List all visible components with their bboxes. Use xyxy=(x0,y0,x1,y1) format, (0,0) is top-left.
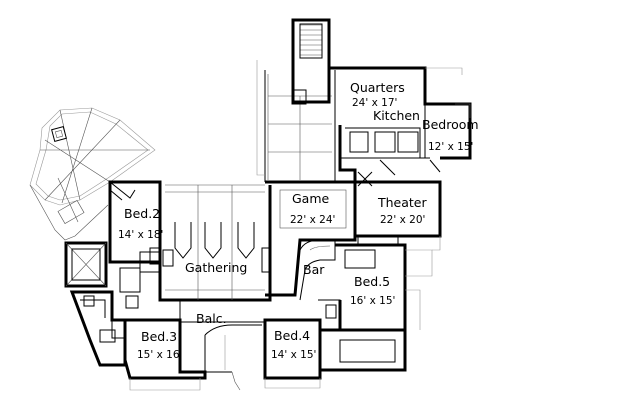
room-name-game: Game xyxy=(292,191,330,206)
room-dims-theater: 22' x 20' xyxy=(380,214,425,226)
quarters-block xyxy=(328,66,472,182)
room-dims-game: 22' x 24' xyxy=(290,214,335,226)
room-name-theater: Theater xyxy=(377,195,427,210)
room-labels: Quarters 24' x 17' Kitchen Bedroom 12' x… xyxy=(118,80,479,361)
room-dims-bed4: 14' x 15' xyxy=(271,349,316,361)
top-stair-tower xyxy=(291,18,331,105)
gathering-block xyxy=(158,182,272,302)
bedroom-block xyxy=(424,103,471,158)
room-name-quarters: Quarters xyxy=(350,80,405,95)
room-name-bed4: Bed.4 xyxy=(274,328,310,343)
room-dims-bed3: 15' x 16' xyxy=(137,349,182,361)
left-lower-wing xyxy=(69,251,161,367)
angled-deck xyxy=(29,107,156,241)
right-exterior xyxy=(405,236,441,330)
room-name-bed5: Bed.5 xyxy=(354,274,390,289)
room-name-bedroom: Bedroom xyxy=(422,117,479,132)
room-dims-bed2: 14' x 18' xyxy=(118,229,163,241)
room-name-balc: Balc. xyxy=(196,311,227,326)
bed4-block xyxy=(263,318,407,389)
room-name-bed3: Bed.3 xyxy=(141,329,177,344)
upper-corridor xyxy=(256,60,336,182)
left-stair-tower xyxy=(64,241,108,288)
room-dims-bedroom: 12' x 15' xyxy=(428,141,473,153)
room-name-bed2: Bed.2 xyxy=(124,206,160,221)
room-dims-bed5: 16' x 15' xyxy=(350,295,395,307)
room-name-kitchen: Kitchen xyxy=(373,108,420,123)
room-name-bar: Bar xyxy=(303,262,325,277)
room-name-gathering: Gathering xyxy=(185,260,247,275)
bar-block xyxy=(299,239,336,301)
room-dims-quarters: 24' x 17' xyxy=(352,97,397,109)
